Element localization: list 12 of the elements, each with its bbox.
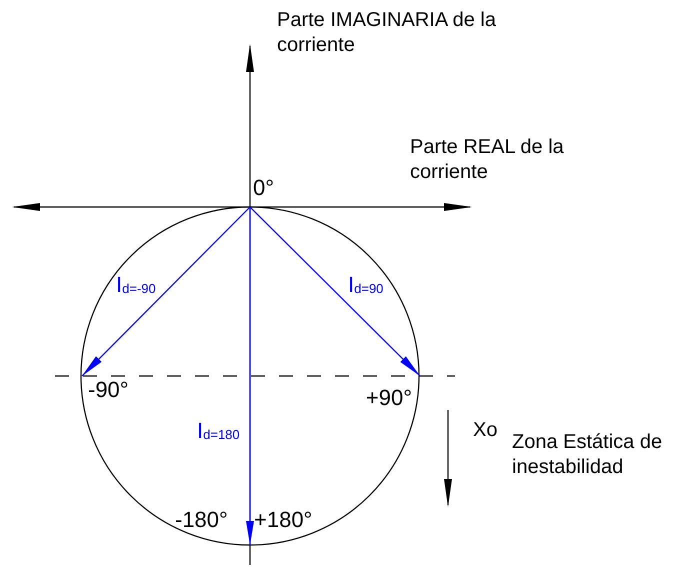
angle-label: -90° bbox=[82, 376, 142, 406]
text-label: Parte IMAGINARIA de la corriente bbox=[277, 8, 497, 58]
text-label: +180° bbox=[254, 506, 314, 534]
angle-label: 0° bbox=[250, 177, 286, 207]
text-label: Parte REAL de la corriente bbox=[410, 135, 565, 185]
text-label: Zona Estática de inestabilidad bbox=[512, 430, 664, 480]
text-label: Xo bbox=[473, 418, 498, 443]
vector-arrow bbox=[250, 206, 420, 376]
vector-arrow bbox=[246, 207, 254, 545]
angle-label: +90° bbox=[352, 376, 420, 414]
vector-arrow bbox=[82, 206, 250, 376]
text-label: -180° bbox=[175, 506, 229, 534]
